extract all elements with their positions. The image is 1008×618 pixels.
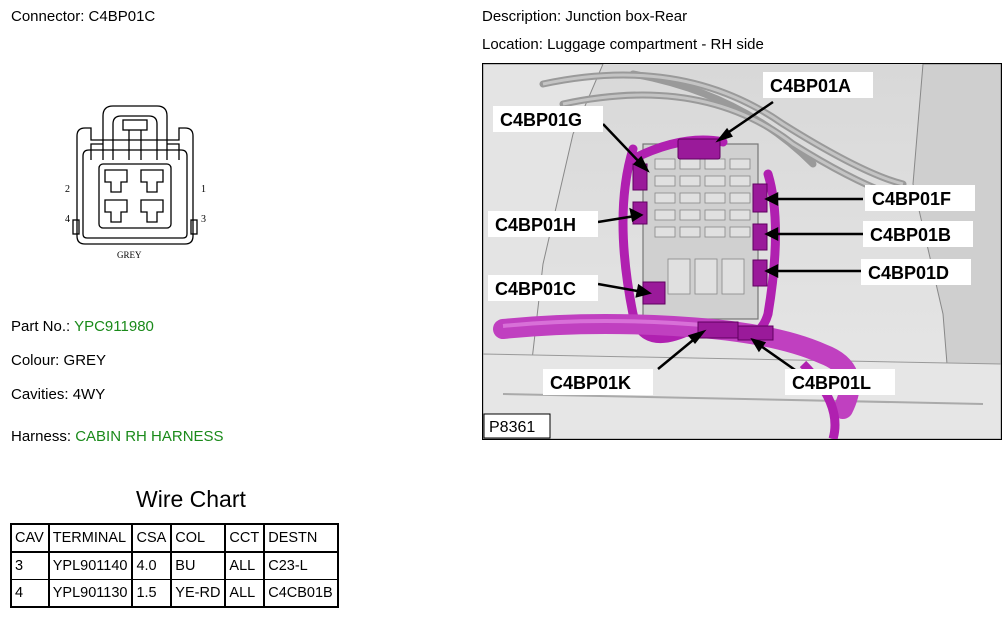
cell-col: YE-RD xyxy=(170,579,227,608)
callout-c4bp01g: C4BP01G xyxy=(500,110,582,130)
harness-value[interactable]: CABIN RH HARNESS xyxy=(75,428,224,445)
table-row: 3 YPL901140 4.0 BU ALL C23-L xyxy=(10,551,339,580)
location-label: Location: xyxy=(482,36,543,53)
connector-value: C4BP01C xyxy=(88,8,156,25)
location-photo-svg: C4BP01A C4BP01G C4BP01F C4BP01H C4BP01B … xyxy=(483,64,1001,439)
callout-c4bp01h: C4BP01H xyxy=(495,215,576,235)
header-destn: DESTN xyxy=(263,523,339,553)
connector-face-svg: 2 1 4 3 GREY xyxy=(65,105,206,260)
pin-label-2: 2 xyxy=(65,184,70,195)
part-number: Part No.: YPC911980 xyxy=(11,318,154,335)
location-value: Luggage compartment - RH side xyxy=(547,36,764,53)
cell-destn: C4CB01B xyxy=(263,579,339,608)
connector-face-diagram: 2 1 4 3 GREY xyxy=(55,100,225,270)
colour-value: GREY xyxy=(63,352,107,369)
cell-cct: ALL xyxy=(224,579,266,608)
header-terminal: TERMINAL xyxy=(47,523,134,553)
description-label: Description: xyxy=(482,8,562,25)
header-cct: CCT xyxy=(224,523,266,553)
description-value: Junction box-Rear xyxy=(565,8,688,25)
harness-label: Harness: xyxy=(11,428,72,445)
callout-c4bp01a: C4BP01A xyxy=(770,76,851,96)
pin-label-3: 3 xyxy=(201,214,206,225)
cell-destn: C23-L xyxy=(263,551,339,580)
pin-label-1: 1 xyxy=(201,184,206,195)
part-number-value[interactable]: YPC911980 xyxy=(74,318,154,335)
callout-c4bp01b: C4BP01B xyxy=(870,225,951,245)
cell-col: BU xyxy=(170,551,227,580)
cavities: Cavities: 4WY xyxy=(11,386,105,403)
photo-reference: P8361 xyxy=(489,419,535,436)
pin-label-4: 4 xyxy=(65,214,70,225)
diagram-colour-text: GREY xyxy=(117,250,142,260)
table-header-row: CAV TERMINAL CSA COL CCT DESTN xyxy=(10,523,339,553)
location: Location: Luggage compartment - RH side xyxy=(482,36,764,53)
location-photo: C4BP01A C4BP01G C4BP01F C4BP01H C4BP01B … xyxy=(482,63,1002,440)
cell-cct: ALL xyxy=(224,551,266,580)
callout-c4bp01d: C4BP01D xyxy=(868,263,949,283)
cell-cav: 4 xyxy=(10,579,50,608)
cell-terminal: YPL901130 xyxy=(47,579,134,608)
harness: Harness: CABIN RH HARNESS xyxy=(11,428,224,445)
part-number-label: Part No.: xyxy=(11,318,71,335)
connector-title: Connector: C4BP01C xyxy=(11,8,155,25)
wire-chart-table: CAV TERMINAL CSA COL CCT DESTN 3 YPL9011… xyxy=(10,523,339,608)
cavities-label: Cavities: xyxy=(11,386,69,403)
header-csa: CSA xyxy=(131,523,173,553)
callout-c4bp01c: C4BP01C xyxy=(495,279,576,299)
cavities-value: 4WY xyxy=(72,386,106,403)
description: Description: Junction box-Rear xyxy=(482,8,687,25)
table-row: 4 YPL901130 1.5 YE-RD ALL C4CB01B xyxy=(10,579,339,608)
callout-c4bp01l: C4BP01L xyxy=(792,373,871,393)
header-cav: CAV xyxy=(10,523,50,553)
wire-chart-title: Wire Chart xyxy=(136,486,246,512)
header-col: COL xyxy=(170,523,227,553)
cell-terminal: YPL901140 xyxy=(47,551,134,580)
callout-c4bp01f: C4BP01F xyxy=(872,189,951,209)
callout-c4bp01k: C4BP01K xyxy=(550,373,631,393)
connector-label: Connector: xyxy=(11,8,85,25)
colour: Colour: GREY xyxy=(11,352,106,369)
cell-cav: 3 xyxy=(10,551,50,580)
cell-csa: 4.0 xyxy=(131,551,173,580)
colour-label: Colour: xyxy=(11,352,60,369)
cell-csa: 1.5 xyxy=(131,579,173,608)
